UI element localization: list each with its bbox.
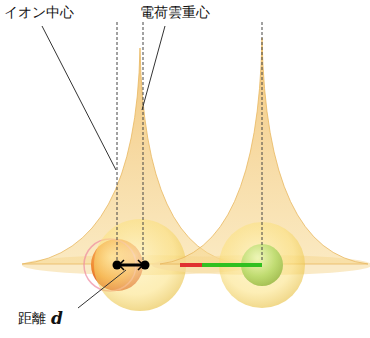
annotation-label: 電荷雲重心 bbox=[140, 5, 210, 20]
dashed-guide bbox=[117, 22, 262, 262]
annotation-label: イオン中心 bbox=[4, 5, 74, 20]
leader-line bbox=[42, 26, 165, 308]
bond-line bbox=[113, 260, 263, 270]
right-ion bbox=[152, 38, 370, 308]
distance-symbol: d bbox=[51, 309, 63, 328]
annotation-label: 距離 bbox=[18, 311, 46, 326]
